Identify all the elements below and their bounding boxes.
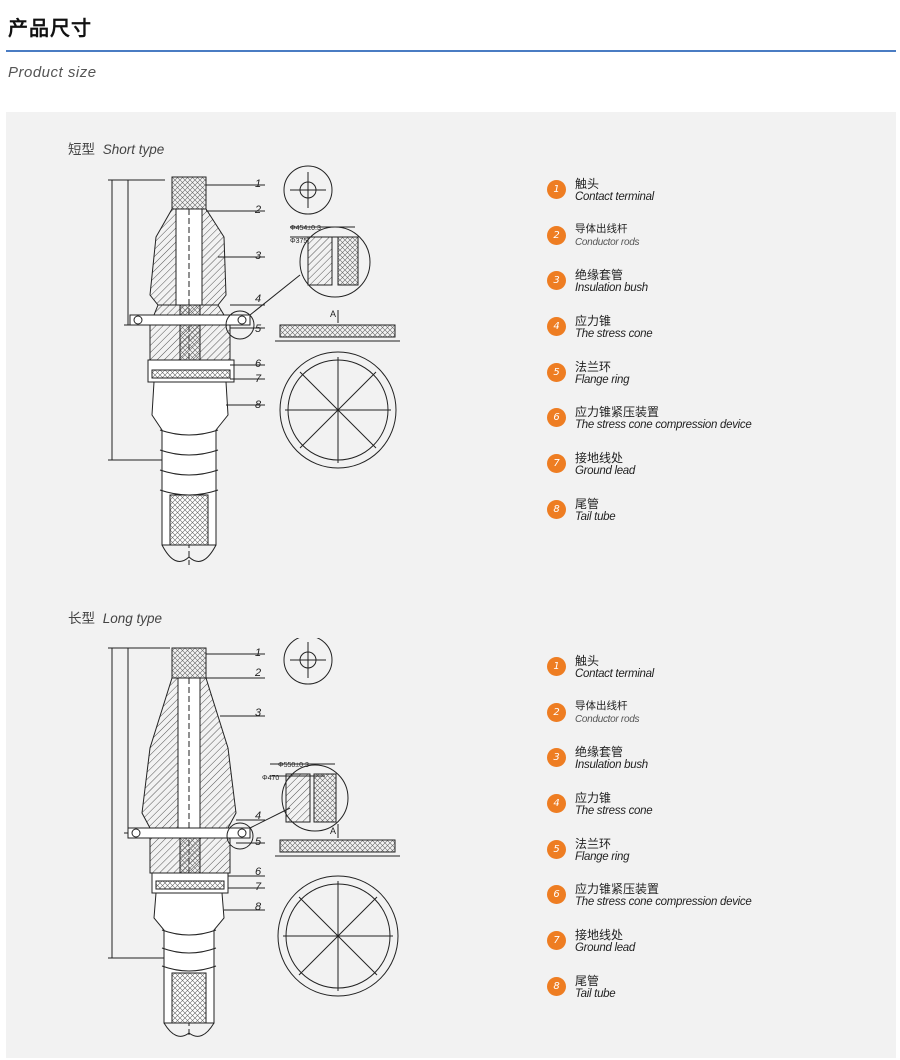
callout-5: 5 [255, 836, 262, 848]
callout-7: 7 [255, 881, 262, 893]
legend-item: 1 触头 Contact terminal [545, 652, 865, 692]
callout-7: 7 [255, 373, 262, 385]
legend-cn: 尾管 [575, 974, 600, 988]
callout-1: 1 [255, 178, 261, 190]
view-arrow-label: A [330, 309, 336, 319]
legend-cn: 绝缘套管 [575, 745, 624, 759]
section-label-en: Long type [102, 611, 163, 626]
legend-item: 8 尾管 Tail tube [545, 972, 865, 1012]
legend-badge: 4 [547, 794, 566, 813]
legend-item: 7 接地线处 Ground lead [545, 926, 865, 966]
legend-item: 7 接地线处 Ground lead [545, 449, 865, 489]
legend-badge: 6 [547, 885, 566, 904]
callout-2: 2 [254, 667, 261, 679]
callout-4: 4 [255, 810, 261, 822]
legend-badge: 4 [547, 317, 566, 336]
legend-en: Contact terminal [575, 668, 654, 680]
legend-badge: 5 [547, 840, 566, 859]
legend-en: Conductor rods [575, 237, 640, 248]
section-label-en: Short type [102, 142, 165, 157]
legend-en: Tail tube [575, 988, 616, 1000]
legend-item: 6 应力锥紧压装置 The stress cone compression de… [545, 403, 865, 443]
legend-en: Ground lead [575, 942, 635, 954]
legend-cn: 接地线处 [575, 928, 624, 942]
legend-item: 3 绝缘套管 Insulation bush [545, 743, 865, 783]
legend-item: 4 应力锥 The stress cone [545, 789, 865, 829]
legend-en: Insulation bush [575, 282, 648, 294]
legend-en: Contact terminal [575, 191, 654, 203]
callout-4: 4 [255, 293, 261, 305]
legend-badge: 6 [547, 408, 566, 427]
legend-badge: 3 [547, 271, 566, 290]
legend-cn: 绝缘套管 [575, 268, 624, 282]
short-type-drawing: 1 2 3 4 5 6 7 8 Φ454±0.3 Φ375 A [108, 165, 400, 565]
dim-inner: Φ375 [290, 238, 307, 245]
legend-item: 2 导体出线杆 Conductor rods [545, 221, 865, 261]
legend-cn: 导体出线杆 [575, 700, 628, 712]
legend-badge: 8 [547, 977, 566, 996]
legend-badge: 1 [547, 657, 566, 676]
legend-cn: 导体出线杆 [575, 223, 628, 235]
callout-1: 1 [255, 647, 261, 659]
legend-en: The stress cone [575, 328, 653, 340]
section-label-cn: 长型 [68, 611, 95, 626]
legend-en: Tail tube [575, 511, 616, 523]
callout-3: 3 [255, 250, 262, 262]
legend-cn: 法兰环 [575, 837, 612, 851]
legend-item: 2 导体出线杆 Conductor rods [545, 698, 865, 738]
legend-cn: 应力锥紧压装置 [575, 405, 660, 419]
legend-item: 8 尾管 Tail tube [545, 495, 865, 535]
legend-badge: 2 [547, 226, 566, 245]
callout-8: 8 [255, 901, 262, 913]
dim-outer: Φ454±0.3 [290, 225, 321, 232]
legend-cn: 法兰环 [575, 360, 612, 374]
callout-6: 6 [255, 358, 262, 370]
legend-en: Insulation bush [575, 759, 648, 771]
legend-en: The stress cone compression device [575, 419, 752, 431]
legend-cn: 应力锥紧压装置 [575, 882, 660, 896]
legend-badge: 5 [547, 363, 566, 382]
legend-en: The stress cone [575, 805, 653, 817]
legend-cn: 触头 [575, 177, 600, 191]
legend-en: The stress cone compression device [575, 896, 752, 908]
legend-badge: 3 [547, 748, 566, 767]
legend-item: 5 法兰环 Flange ring [545, 835, 865, 875]
legend-en: Flange ring [575, 374, 630, 386]
legend-badge: 1 [547, 180, 566, 199]
legend-cn: 尾管 [575, 497, 600, 511]
legend-badge: 7 [547, 931, 566, 950]
legend-cn: 触头 [575, 654, 600, 668]
callout-6: 6 [255, 866, 262, 878]
legend-cn: 应力锥 [575, 314, 612, 328]
long-type-drawing: 1 2 3 4 5 6 7 8 Φ550±0.3 Φ470 A [108, 638, 400, 1038]
legend-en: Conductor rods [575, 714, 640, 725]
page-title: 产品尺寸 [8, 16, 92, 40]
legend-cn: 应力锥 [575, 791, 612, 805]
dim-inner: Φ470 [262, 775, 279, 782]
legend-item: 5 法兰环 Flange ring [545, 358, 865, 398]
legend-item: 1 触头 Contact terminal [545, 175, 865, 215]
legend-item: 6 应力锥紧压装置 The stress cone compression de… [545, 880, 865, 920]
legend-en: Flange ring [575, 851, 630, 863]
callout-2: 2 [254, 204, 261, 216]
legend-item: 3 绝缘套管 Insulation bush [545, 266, 865, 306]
section-label-cn: 短型 [68, 142, 95, 157]
page-subtitle: Product size [8, 64, 97, 81]
title-divider [6, 50, 896, 52]
callout-8: 8 [255, 399, 262, 411]
legend-badge: 2 [547, 703, 566, 722]
legend-badge: 8 [547, 500, 566, 519]
legend-cn: 接地线处 [575, 451, 624, 465]
legend-en: Ground lead [575, 465, 635, 477]
callout-5: 5 [255, 323, 262, 335]
legend-badge: 7 [547, 454, 566, 473]
section-label-long: 长型 Long type [68, 607, 162, 627]
dim-outer: Φ550±0.3 [278, 762, 309, 769]
view-arrow-label: A [330, 826, 336, 836]
legend-item: 4 应力锥 The stress cone [545, 312, 865, 352]
callout-3: 3 [255, 707, 262, 719]
section-label-short: 短型 Short type [68, 138, 164, 158]
